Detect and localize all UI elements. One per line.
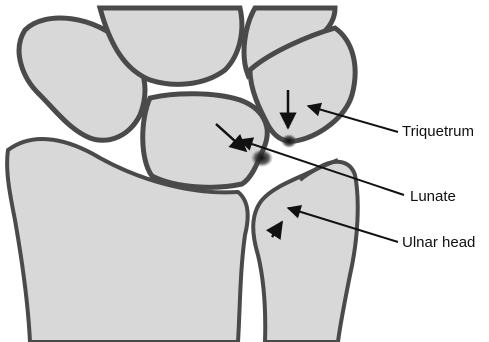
ulnar-head-label: Ulnar head [402, 235, 475, 250]
lunate-label: Lunate [410, 189, 456, 204]
lunate-lesion [251, 149, 273, 167]
ulna-bone [253, 162, 357, 342]
lunate-bone [143, 94, 267, 188]
triquetrum-lesion [281, 134, 297, 148]
triquetrum-label: Triquetrum [402, 124, 474, 139]
